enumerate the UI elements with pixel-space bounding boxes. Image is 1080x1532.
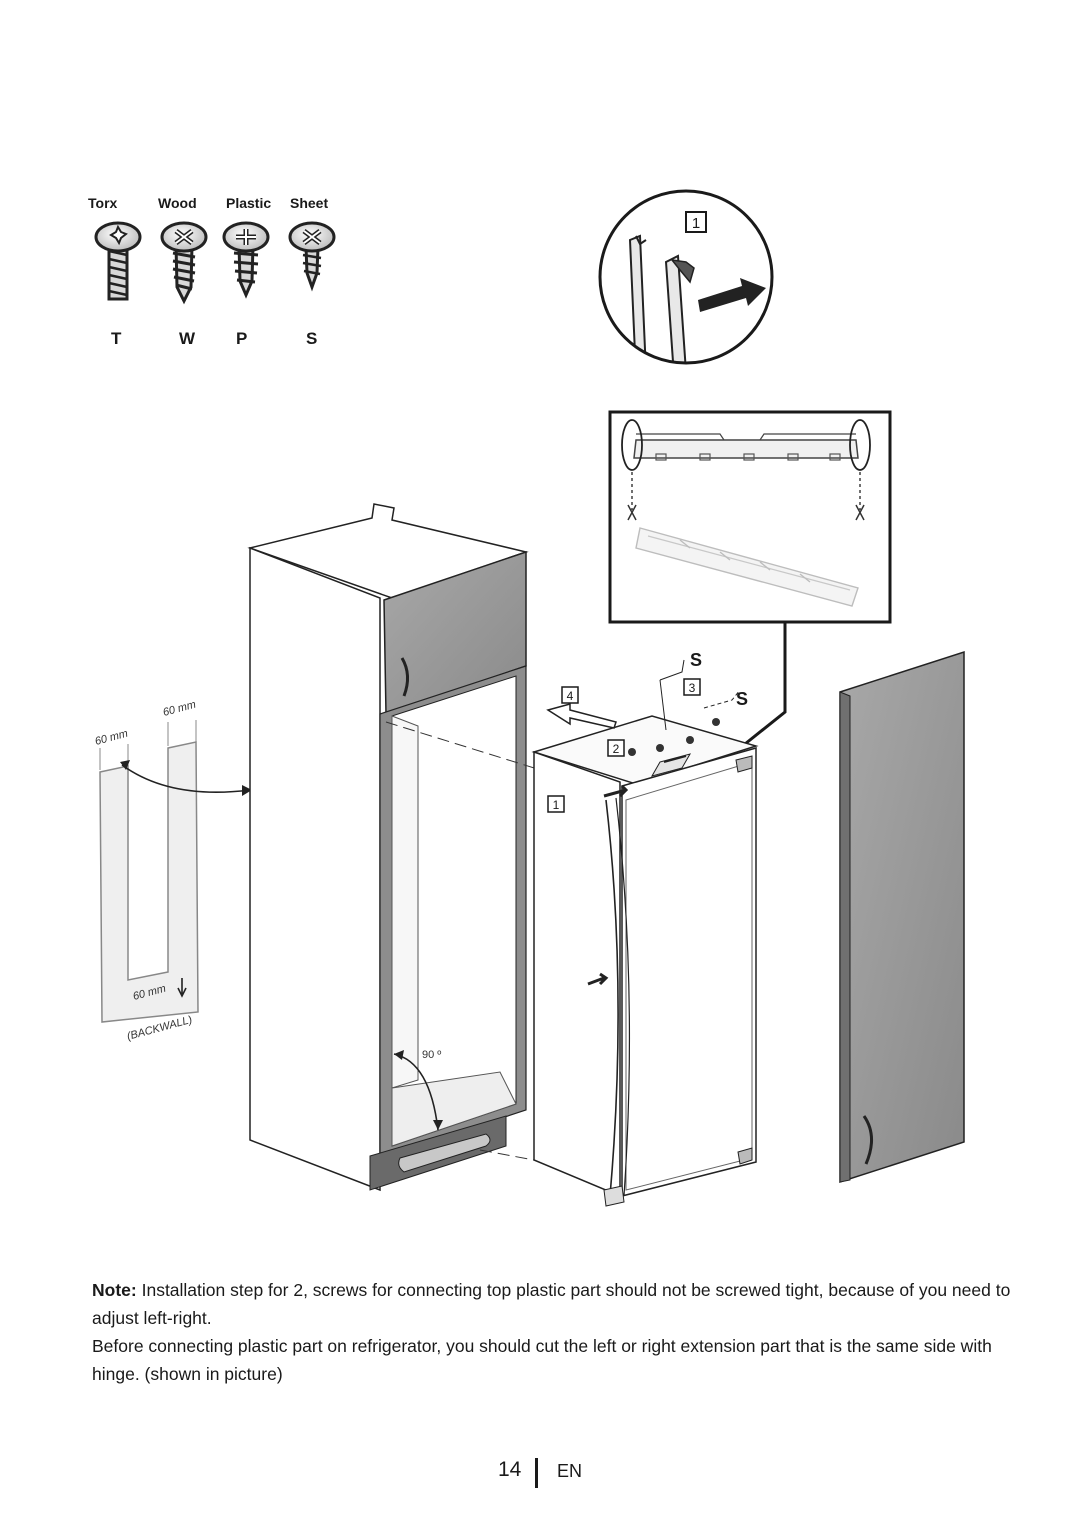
step-label-2: 2: [613, 742, 620, 756]
s-label-top: S: [690, 650, 702, 670]
circle-step-label: 1: [692, 215, 700, 232]
sheet-screw-icon: [288, 221, 336, 292]
screw-label-sheet: Sheet: [290, 195, 329, 211]
page-divider: [535, 1458, 538, 1488]
note-text-1: Installation step for 2, screws for conn…: [92, 1280, 1011, 1328]
screw-illustrations: [94, 221, 336, 305]
dim-label-1: 60 mm: [94, 728, 130, 748]
cut-detail-box: [608, 410, 892, 750]
page-number: 14: [498, 1458, 522, 1481]
screw-code-p: P: [236, 329, 248, 348]
wood-screw-icon: [160, 221, 208, 305]
installation-diagram: 1 60 mm 60 mm 60 mm (BACKWALL): [94, 189, 965, 1207]
cabinet: 90 º: [247, 503, 561, 1192]
note-text-2: Before connecting plastic part on refrig…: [92, 1336, 992, 1384]
backwall-template: 60 mm 60 mm 60 mm (BACKWALL): [94, 699, 252, 1043]
s-label-side: S: [736, 689, 748, 709]
screw-code-t: T: [111, 329, 122, 348]
step-label-3: 3: [689, 681, 696, 695]
screw-label-torx: Torx: [88, 195, 118, 211]
note-line2: Before connecting plastic part on refrig…: [92, 1332, 1022, 1388]
note-label: Note:: [92, 1280, 137, 1300]
plastic-screw-icon: [222, 221, 270, 299]
step-label-1: 1: [553, 798, 560, 812]
screw-label-wood: Wood: [158, 195, 197, 211]
torx-screw-icon: [94, 221, 142, 301]
refrigerator: 4 3 2 1 S S: [531, 650, 759, 1207]
door-panel: [839, 650, 965, 1184]
angle-label: 90 º: [422, 1049, 441, 1061]
page-language: EN: [557, 1461, 583, 1481]
note-line1: Note: Installation step for 2, screws fo…: [92, 1276, 1022, 1332]
screw-label-plastic: Plastic: [226, 195, 272, 211]
installation-note: Note: Installation step for 2, screws fo…: [92, 1276, 1022, 1388]
dim-label-2: 60 mm: [162, 699, 198, 719]
detail-circle-step1: 1: [598, 189, 774, 365]
screw-code-s: S: [306, 329, 318, 348]
step-label-4: 4: [567, 689, 574, 703]
screw-code-w: W: [179, 329, 196, 348]
